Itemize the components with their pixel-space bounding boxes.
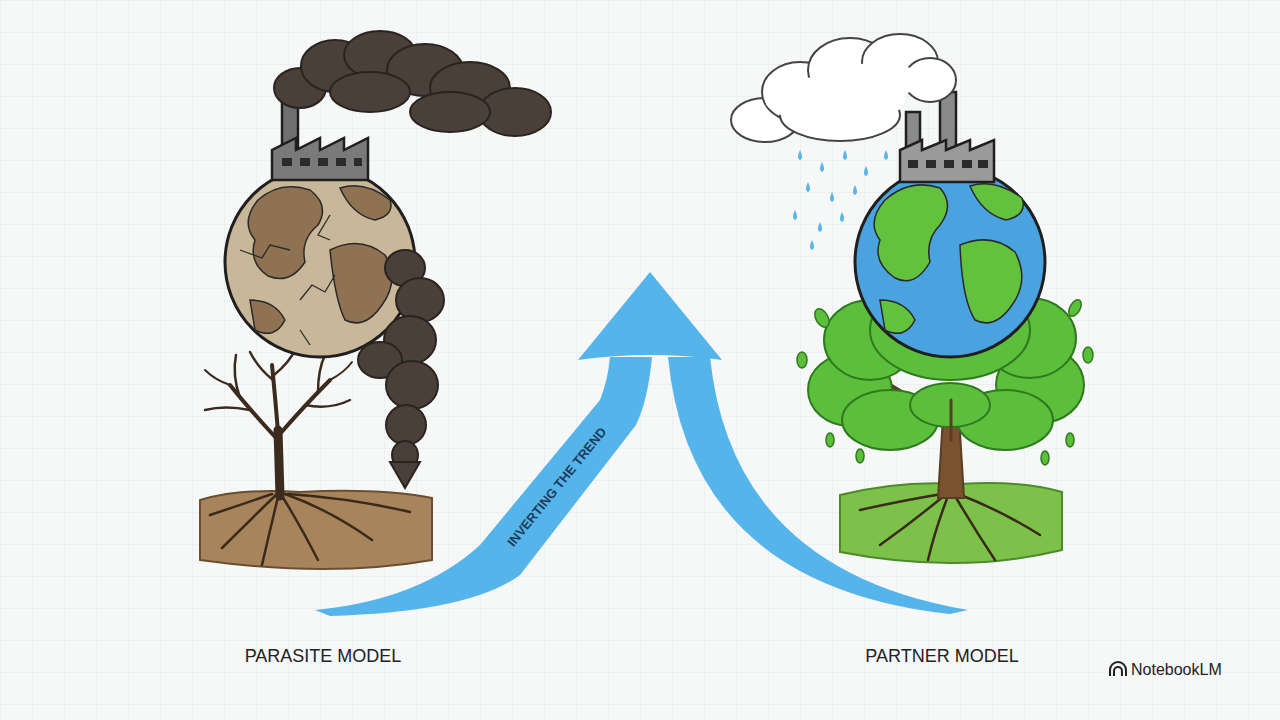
watermark: NotebookLM: [1131, 660, 1222, 679]
model-label: PARASITE MODEL: [245, 646, 402, 668]
partner-illustration: [731, 34, 1093, 563]
model-label: PARTNER MODEL: [865, 646, 1018, 668]
watermark-icon: [1110, 662, 1126, 676]
parasite-illustration: [200, 31, 551, 569]
